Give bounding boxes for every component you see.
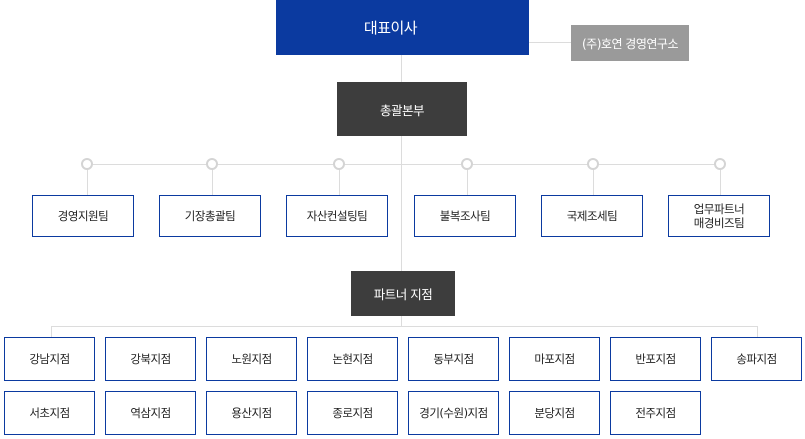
connector-branch-horizontal (51, 326, 758, 327)
team-box: 경영지원팀 (32, 195, 134, 237)
team-box: 자산컨설팅팀 (286, 195, 388, 237)
branch-box: 경기(수원)지점 (408, 391, 499, 435)
connector-team-drop (593, 164, 594, 195)
connector-team-drop (720, 164, 721, 195)
team-box: 국제조세팀 (541, 195, 643, 237)
connector-dot (81, 158, 93, 170)
general-hq-box: 총괄본부 (337, 82, 467, 136)
branch-box: 송파지점 (711, 337, 802, 381)
branch-box: 마포지점 (509, 337, 600, 381)
partner-branches-box: 파트너 지점 (351, 271, 455, 316)
branch-box: 강북지점 (105, 337, 196, 381)
connector-team-drop (467, 164, 468, 195)
connector-dot (333, 158, 345, 170)
connector-teams-horizontal (87, 164, 720, 165)
connector-dot (714, 158, 726, 170)
connector-dot (461, 158, 473, 170)
team-box: 불복조사팀 (414, 195, 516, 237)
ceo-box: 대표이사 (276, 0, 529, 55)
team-box: 업무파트너 매경비즈팀 (668, 195, 770, 237)
connector-branch-stub (757, 326, 758, 337)
connector-team-drop (212, 164, 213, 195)
connector-dot (587, 158, 599, 170)
connector-branch-stub (51, 326, 52, 337)
connector-main-vertical (401, 55, 402, 271)
branch-box: 논현지점 (307, 337, 398, 381)
branch-box: 용산지점 (206, 391, 297, 435)
branch-box: 노원지점 (206, 337, 297, 381)
branch-box: 분당지점 (509, 391, 600, 435)
connector-branch-vertical (401, 316, 402, 326)
research-lab-box: (주)호연 경영연구소 (571, 25, 689, 61)
connector-dot (206, 158, 218, 170)
branch-box: 동부지점 (408, 337, 499, 381)
branch-box: 역삼지점 (105, 391, 196, 435)
branch-box: 서초지점 (4, 391, 95, 435)
branch-box: 종로지점 (307, 391, 398, 435)
connector-team-drop (87, 164, 88, 195)
ceo-label: 대표이사 (363, 19, 418, 37)
team-box: 기장총괄팀 (159, 195, 261, 237)
branch-box: 반포지점 (610, 337, 701, 381)
connector-team-drop (339, 164, 340, 195)
branch-box: 강남지점 (4, 337, 95, 381)
branch-box: 전주지점 (610, 391, 701, 435)
connector-ceo-lab (529, 42, 571, 43)
